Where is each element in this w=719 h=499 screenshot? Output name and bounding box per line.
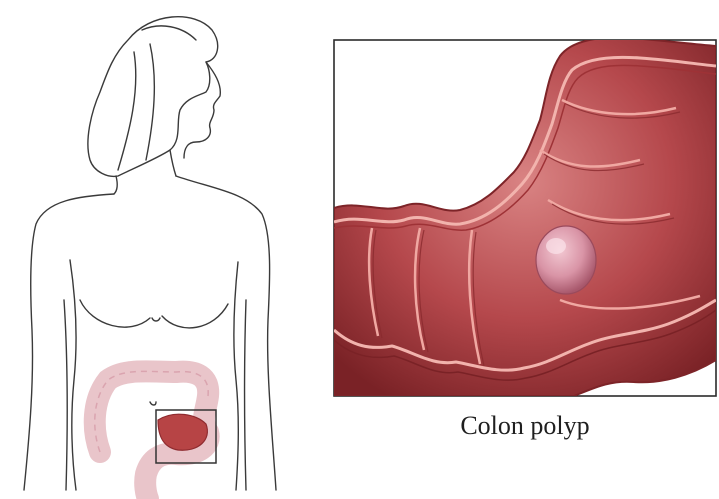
colon-overview — [95, 371, 209, 499]
woman-body-outline — [24, 17, 276, 490]
polyp — [536, 226, 596, 294]
caption: Colon polyp — [460, 411, 589, 440]
